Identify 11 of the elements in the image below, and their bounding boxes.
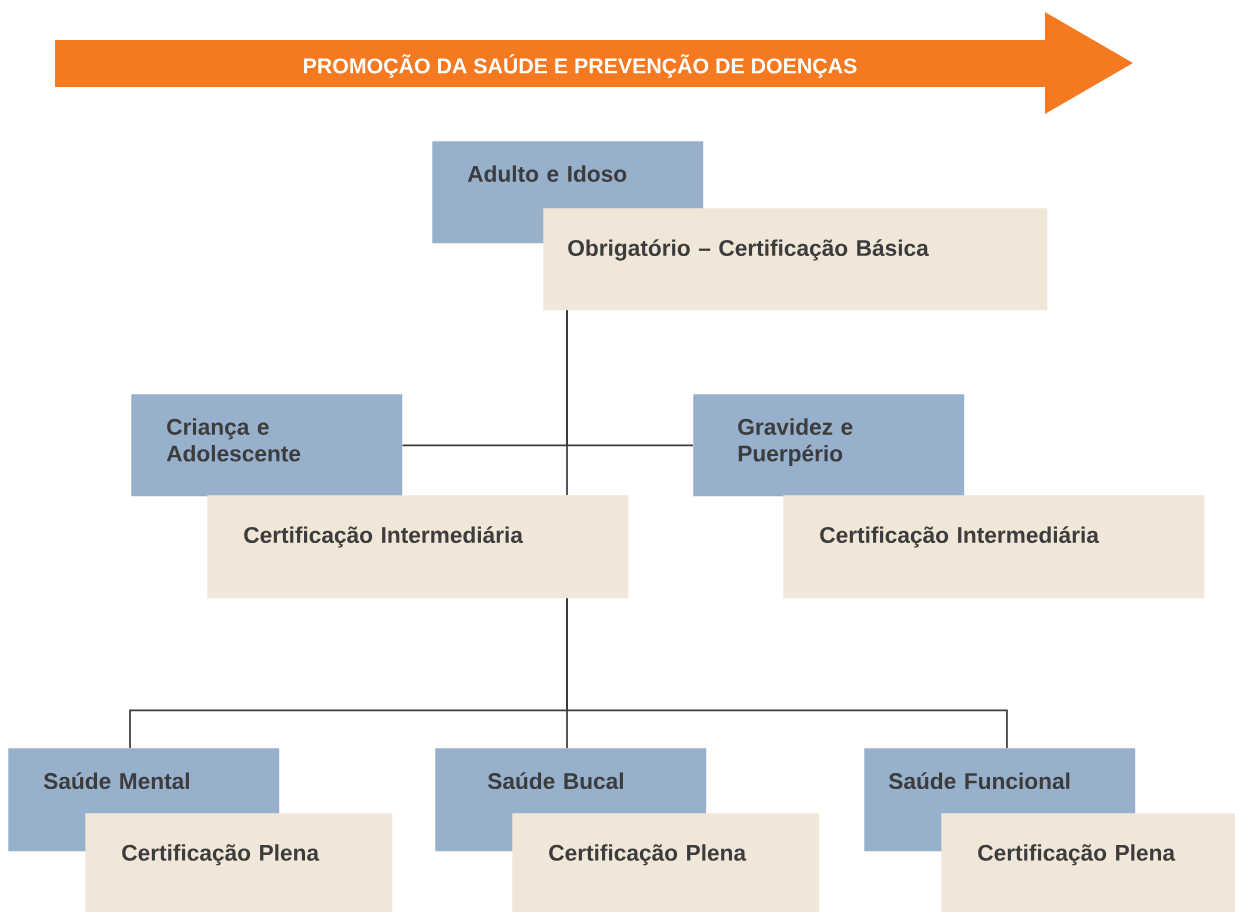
certification-box: Certificação Intermediária [783, 495, 1205, 599]
connector-line [566, 309, 568, 496]
category-box: Criança e Adolescente [131, 394, 403, 497]
category-box: Gravidez e Puerpério [693, 394, 965, 497]
arrow-banner: PROMOÇÃO DA SAÚDE E PREVENÇÃO DE DOENÇAS [55, 12, 1133, 114]
certification-box: Certificação Plena [85, 813, 393, 912]
certification-box: Obrigatório – Certificação Básica [543, 208, 1048, 311]
connector-line [566, 597, 1008, 749]
certification-box: Certificação Plena [941, 813, 1235, 912]
certification-box: Certificação Plena [512, 813, 820, 912]
certification-box: Certificação Intermediária [207, 495, 629, 599]
